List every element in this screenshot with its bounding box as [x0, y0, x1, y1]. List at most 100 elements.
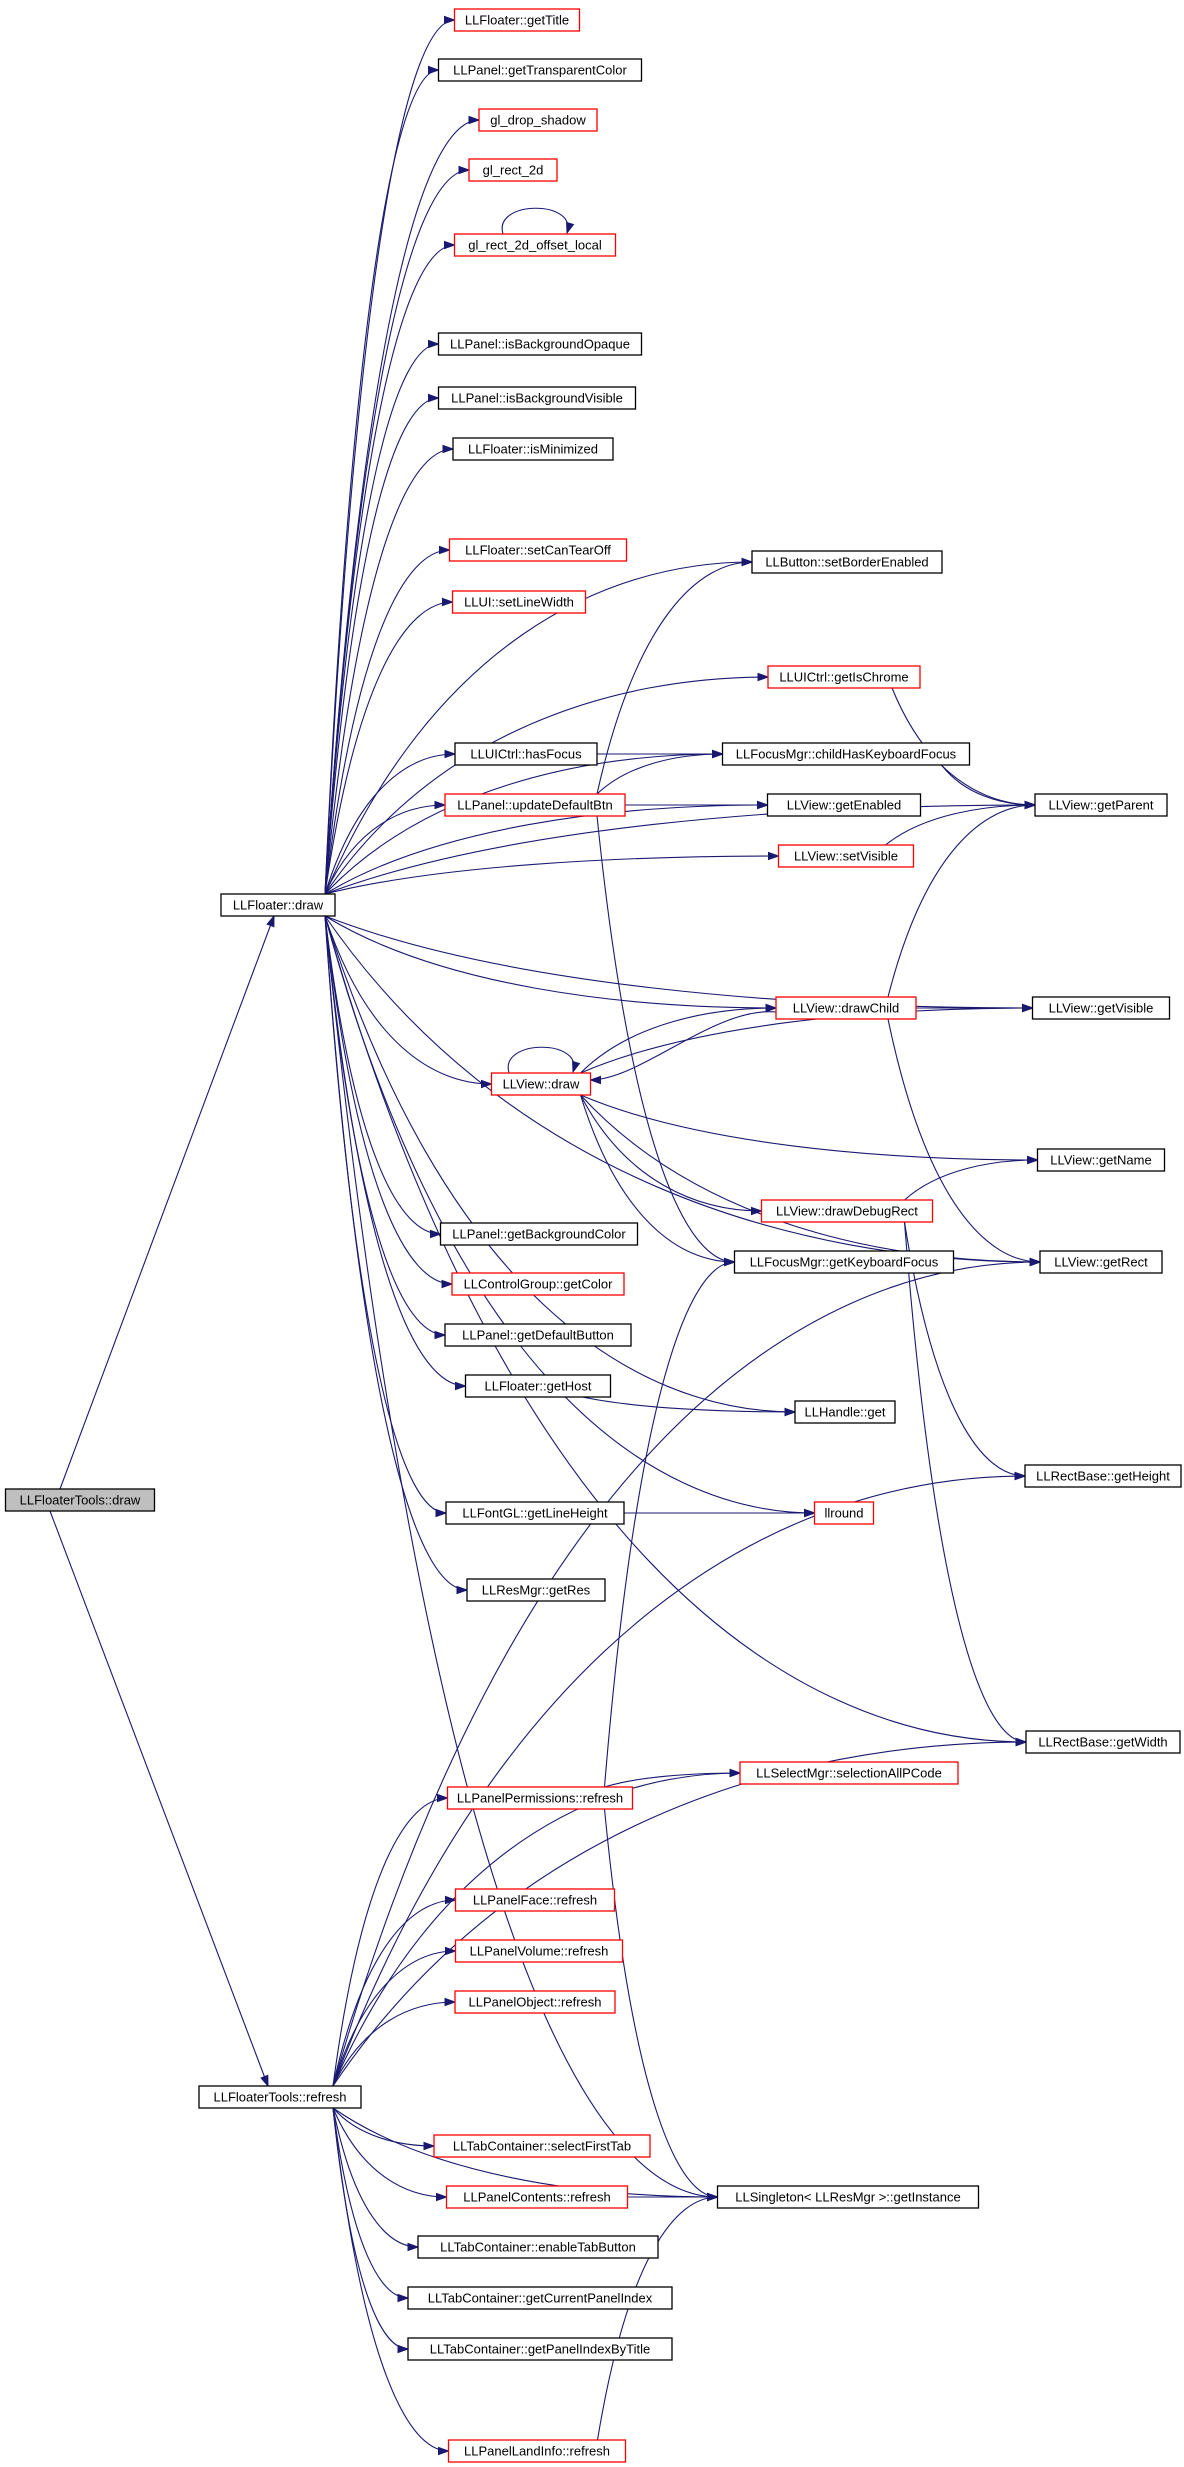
node-get-res[interactable]: LLResMgr::getRes — [466, 1578, 606, 1602]
node-has-focus[interactable]: LLUICtrl::hasFocus — [454, 742, 598, 766]
node-label: LLView::getRect — [1054, 1255, 1148, 1270]
node-get-current-panel-index[interactable]: LLTabContainer::getCurrentPanelIndex — [407, 2286, 673, 2310]
node-label: LLView::drawChild — [793, 1001, 899, 1016]
node-get-instance[interactable]: LLSingleton< LLResMgr >::getInstance — [716, 2185, 980, 2209]
node-get-width[interactable]: LLRectBase::getWidth — [1025, 1730, 1181, 1754]
node-label: LLTabContainer::getCurrentPanelIndex — [428, 2291, 653, 2306]
node-set-border-enabled[interactable]: LLButton::setBorderEnabled — [751, 550, 943, 574]
node-label: LLPanel::getBackgroundColor — [452, 1227, 626, 1242]
node-get-background-color[interactable]: LLPanel::getBackgroundColor — [439, 1222, 639, 1246]
node-box — [466, 1578, 606, 1602]
edge-tools-refresh-to-contents-refresh — [332, 2107, 448, 2202]
edge-view-draw-to-draw-child — [580, 1003, 778, 1074]
edge-view-draw-to-draw-debug-rect — [580, 1094, 763, 1216]
node-llround[interactable]: llround — [813, 1501, 875, 1525]
node-contents-refresh[interactable]: LLPanelContents::refresh — [445, 2185, 629, 2209]
node-get-line-height[interactable]: LLFontGL::getLineHeight — [445, 1501, 625, 1525]
node-is-background-opaque[interactable]: LLPanel::isBackgroundOpaque — [437, 332, 643, 356]
node-label: LLFloater::setCanTearOff — [465, 543, 611, 558]
node-face-refresh[interactable]: LLPanelFace::refresh — [454, 1888, 616, 1912]
node-gl-drop-shadow[interactable]: gl_drop_shadow — [478, 108, 598, 132]
node-get-panel-index-by-title[interactable]: LLTabContainer::getPanelIndexByTitle — [407, 2337, 673, 2361]
node-layer: LLFloaterTools::drawLLFloater::drawLLFlo… — [4, 8, 1182, 2463]
node-label: LLView::getVisible — [1049, 1001, 1154, 1016]
node-gl-rect-2d[interactable]: gl_rect_2d — [468, 158, 558, 182]
node-box — [1024, 1464, 1182, 1488]
node-get-rect[interactable]: LLView::getRect — [1039, 1250, 1163, 1274]
node-box — [1036, 1148, 1166, 1172]
node-view-draw[interactable]: LLView::draw — [490, 1072, 592, 1096]
node-get-name[interactable]: LLView::getName — [1036, 1148, 1166, 1172]
node-get-visible[interactable]: LLView::getVisible — [1031, 996, 1171, 1020]
node-label: llround — [824, 1506, 863, 1521]
node-box — [1025, 1730, 1181, 1754]
edge-floater-draw-to-has-focus — [324, 749, 457, 895]
node-is-minimized[interactable]: LLFloater::isMinimized — [452, 437, 614, 461]
node-get-keyboard-focus[interactable]: LLFocusMgr::getKeyboardFocus — [733, 1250, 955, 1274]
node-box — [739, 1761, 959, 1785]
node-label: gl_drop_shadow — [490, 113, 586, 128]
node-enable-tab-button[interactable]: LLTabContainer::enableTabButton — [417, 2235, 659, 2259]
node-get-is-chrome[interactable]: LLUICtrl::getIsChrome — [767, 665, 921, 689]
node-box — [454, 1990, 616, 2014]
node-floater-draw[interactable]: LLFloater::draw — [220, 893, 336, 917]
edge-floater-draw-to-llround — [324, 915, 816, 1518]
node-tools-draw[interactable]: LLFloaterTools::draw — [4, 1488, 156, 1512]
node-draw-debug-rect[interactable]: LLView::drawDebugRect — [760, 1199, 934, 1223]
node-get-default-button[interactable]: LLPanel::getDefaultButton — [444, 1323, 632, 1347]
node-label: LLRectBase::getWidth — [1038, 1735, 1167, 1750]
node-object-refresh[interactable]: LLPanelObject::refresh — [454, 1990, 616, 2014]
node-label: LLRectBase::getHeight — [1036, 1469, 1170, 1484]
node-get-height[interactable]: LLRectBase::getHeight — [1024, 1464, 1182, 1488]
node-volume-refresh[interactable]: LLPanelVolume::refresh — [454, 1939, 624, 1963]
node-box — [444, 793, 626, 817]
node-update-default-btn[interactable]: LLPanel::updateDefaultBtn — [444, 793, 626, 817]
node-label: LLFloater::draw — [233, 898, 324, 913]
edge-floater-draw-to-draw-child — [324, 915, 778, 1013]
edge-tools-refresh-to-object-refresh — [332, 1997, 457, 2087]
node-perm-refresh[interactable]: LLPanelPermissions::refresh — [446, 1786, 634, 1810]
edge-floater-draw-to-set-line-width — [324, 597, 454, 895]
node-tools-refresh[interactable]: LLFloaterTools::refresh — [198, 2085, 362, 2109]
edge-tools-refresh-to-get-rect — [332, 1257, 1042, 2087]
node-set-line-width[interactable]: LLUI::setLineWidth — [451, 590, 587, 614]
node-get-host[interactable]: LLFloater::getHost — [464, 1374, 612, 1398]
node-label: LLUICtrl::hasFocus — [470, 747, 582, 762]
edge-floater-draw-to-get-title — [324, 15, 456, 895]
edge-tools-refresh-to-get-panel-index-by-title — [332, 2107, 410, 2354]
node-label: LLTabContainer::enableTabButton — [440, 2240, 636, 2255]
node-label: LLFloater::isMinimized — [468, 442, 598, 457]
node-draw-child[interactable]: LLView::drawChild — [775, 996, 917, 1020]
node-box — [447, 2439, 627, 2463]
node-gl-rect-2d-offset-local[interactable]: gl_rect_2d_offset_local — [453, 233, 617, 257]
edge-draw-debug-rect-to-get-name — [904, 1155, 1039, 1201]
node-label: LLHandle::get — [805, 1405, 886, 1420]
edge-floater-draw-to-get-line-height — [324, 915, 448, 1518]
node-box — [468, 158, 558, 182]
edge-view-draw-to-get-visible — [580, 1003, 1034, 1074]
node-is-background-visible[interactable]: LLPanel::isBackgroundVisible — [437, 386, 637, 410]
node-set-visible[interactable]: LLView::setVisible — [777, 844, 915, 868]
edge-get-host-to-handle-get — [582, 1396, 797, 1417]
edge-tools-refresh-to-get-current-panel-index — [332, 2107, 410, 2303]
node-box — [439, 1222, 639, 1246]
edge-update-default-btn-to-child-has-keyboard-focus — [596, 749, 724, 795]
node-label: LLControlGroup::getColor — [464, 1277, 614, 1292]
node-handle-get[interactable]: LLHandle::get — [794, 1400, 896, 1424]
edge-floater-draw-to-get-host — [324, 915, 467, 1391]
node-select-first-tab[interactable]: LLTabContainer::selectFirstTab — [433, 2134, 651, 2158]
node-label: LLPanelFace::refresh — [473, 1893, 597, 1908]
node-label: LLPanel::updateDefaultBtn — [457, 798, 612, 813]
node-get-transparent-color[interactable]: LLPanel::getTransparentColor — [437, 58, 643, 82]
node-selection-all-pcode[interactable]: LLSelectMgr::selectionAllPCode — [739, 1761, 959, 1785]
node-get-color[interactable]: LLControlGroup::getColor — [451, 1272, 625, 1296]
node-landinfo-refresh[interactable]: LLPanelLandInfo::refresh — [447, 2439, 627, 2463]
node-box — [452, 437, 614, 461]
node-get-enabled[interactable]: LLView::getEnabled — [766, 793, 922, 817]
node-set-can-tear-off[interactable]: LLFloater::setCanTearOff — [448, 538, 628, 562]
node-get-title[interactable]: LLFloater::getTitle — [453, 8, 581, 32]
node-child-has-keyboard-focus[interactable]: LLFocusMgr::childHasKeyboardFocus — [721, 742, 971, 766]
node-get-parent[interactable]: LLView::getParent — [1034, 793, 1168, 817]
edge-tools-refresh-to-get-height — [332, 1471, 1027, 2087]
node-box — [464, 1374, 612, 1398]
